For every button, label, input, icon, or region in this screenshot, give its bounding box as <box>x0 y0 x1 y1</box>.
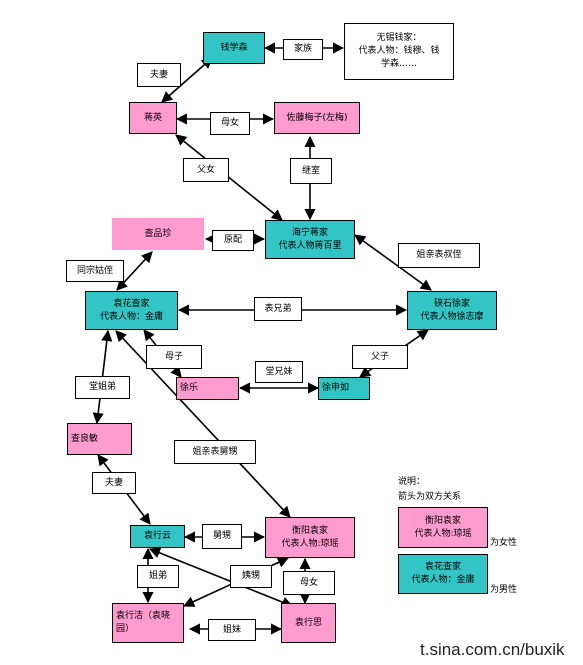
label-jiazu: 家族 <box>283 39 323 60</box>
label-jiemei: 姐妹 <box>208 619 256 641</box>
label-tongzong: 同宗姑侄 <box>66 260 124 282</box>
node-wuxi-qian-line2: 代表人物：钱穆、钱 <box>358 46 440 56</box>
node-yuanxingyun: 袁行云 <box>130 525 185 548</box>
node-haining-jiang: 海宁蒋家 代表人物蒋百里 <box>265 220 355 259</box>
label-jieqin-jiujiu: 姐亲表舅甥 <box>174 440 256 464</box>
label-fuzi: 父子 <box>352 345 408 369</box>
node-jiangying: 蒋英 <box>129 102 177 134</box>
node-xushenru: 徐申如 <box>318 377 370 400</box>
legend-male-sample: 袁花查家 代表人物：金庸 <box>398 554 488 594</box>
edge-tongzong <box>116 251 153 291</box>
node-xule: 徐乐 <box>176 377 239 400</box>
legend-subtitle: 箭头为双方关系 <box>398 492 462 502</box>
edge-yijia <box>354 234 432 291</box>
label-fuqi1: 夫妻 <box>137 63 181 87</box>
label-jishi: 继室 <box>290 158 332 184</box>
label-yisheng: 姨甥 <box>230 565 272 588</box>
legend-male-text: 为男性 <box>490 585 518 595</box>
label-yuanpei: 原配 <box>212 230 254 251</box>
edge-fuqi1 <box>161 57 213 103</box>
label-fuvnv: 父女 <box>183 158 229 182</box>
node-xiashi-xu: 硖石徐家 代表人物徐志摩 <box>407 291 497 330</box>
label-biaoxiongdi: 表兄弟 <box>254 297 302 321</box>
legend-female-sample: 衡阳袁家 代表人物:琼瑶 <box>398 507 488 548</box>
label-tangjiedi: 堂姐弟 <box>75 376 130 399</box>
label-munv2: 母女 <box>283 571 335 595</box>
label-tangxiongmei: 堂兄妹 <box>255 361 303 383</box>
label-jiusheng: 舅甥 <box>202 524 242 549</box>
node-yuanxingsi: 袁行思 <box>281 603 336 643</box>
node-wuxi-qian-line1: 无锡钱家： <box>376 33 422 43</box>
node-yuanhua-zha: 袁花查家 代表人物：金庸 <box>85 291 178 330</box>
node-qianxuesen: 钱学森 <box>203 32 265 64</box>
node-zuoteng: 佐藤梅子(左梅) <box>274 102 360 134</box>
edge-fuvnv <box>175 134 283 221</box>
legend-title: 说明： <box>398 477 426 487</box>
label-munv1: 母女 <box>210 112 250 135</box>
legend-female-text: 为女性 <box>490 538 518 548</box>
edge-jieqin <box>115 330 291 518</box>
node-zhapinzhen: 查品珍 <box>112 218 204 250</box>
watermark-text: t.sina.com.cn/buxik <box>420 640 565 659</box>
label-yijia: 姐亲表叔侄 <box>398 243 480 268</box>
label-jiedi: 姐弟 <box>137 565 179 588</box>
node-zhaliangmin: 查良敏 <box>67 423 132 455</box>
label-fuqi2: 夫妻 <box>92 472 136 494</box>
label-muzi: 母子 <box>146 345 202 369</box>
node-wuxi-qian: 无锡钱家： 代表人物：钱穆、钱 学森…… <box>344 23 454 80</box>
node-hengyang-yuan: 衡阳袁家 代表人物:琼瑶 <box>265 517 355 558</box>
node-wuxi-qian-line3: 学森…… <box>380 59 417 69</box>
node-yuanxingjie: 袁行洁（袁晓园） <box>112 603 184 643</box>
edge-yun-si <box>148 547 294 608</box>
